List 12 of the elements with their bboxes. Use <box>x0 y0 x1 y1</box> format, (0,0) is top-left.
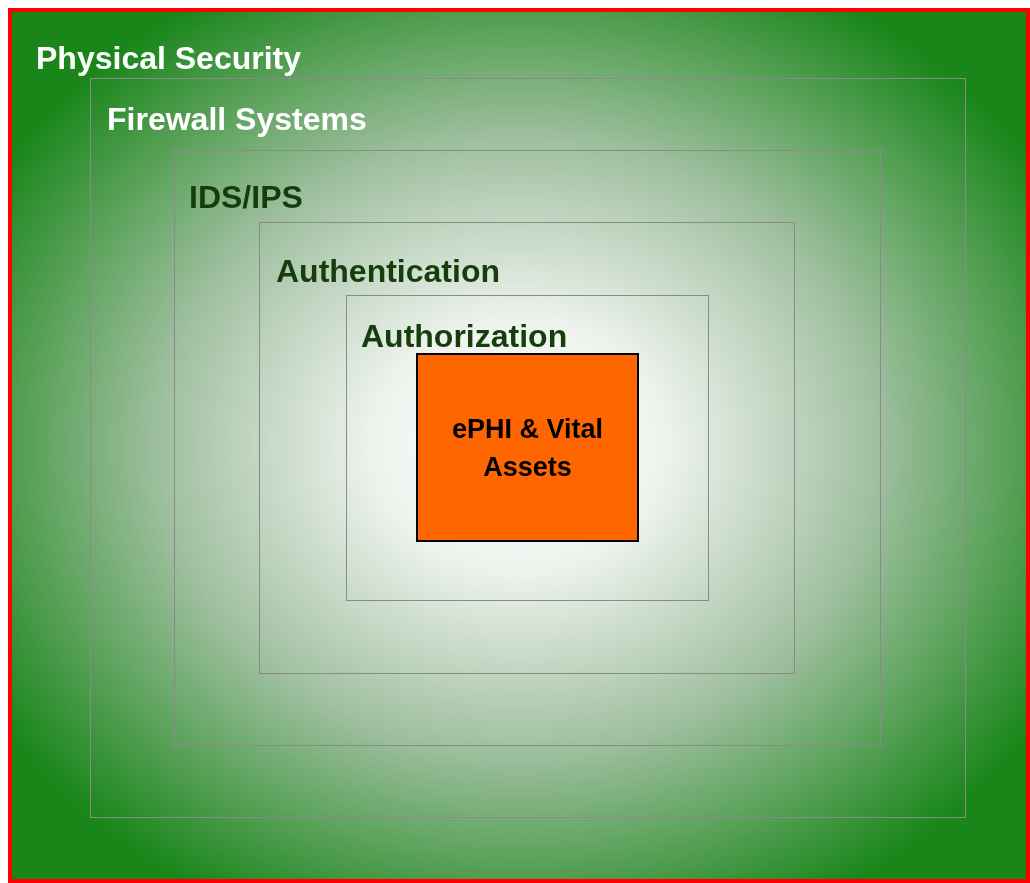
layer-label: IDS/IPS <box>189 178 303 217</box>
layer-label: Physical Security <box>36 39 302 78</box>
layer-label: ePHI & Vital Assets <box>450 412 605 484</box>
layer-box <box>174 150 881 746</box>
layer-label: Firewall Systems <box>107 100 367 139</box>
layer-box <box>346 295 709 601</box>
layer-label: Authentication <box>276 252 500 291</box>
core-asset-box <box>416 353 639 542</box>
layer-box <box>259 222 795 674</box>
layer-label: Authorization <box>361 317 568 356</box>
outer-layer-box <box>8 8 1030 883</box>
layer-box <box>90 78 966 818</box>
